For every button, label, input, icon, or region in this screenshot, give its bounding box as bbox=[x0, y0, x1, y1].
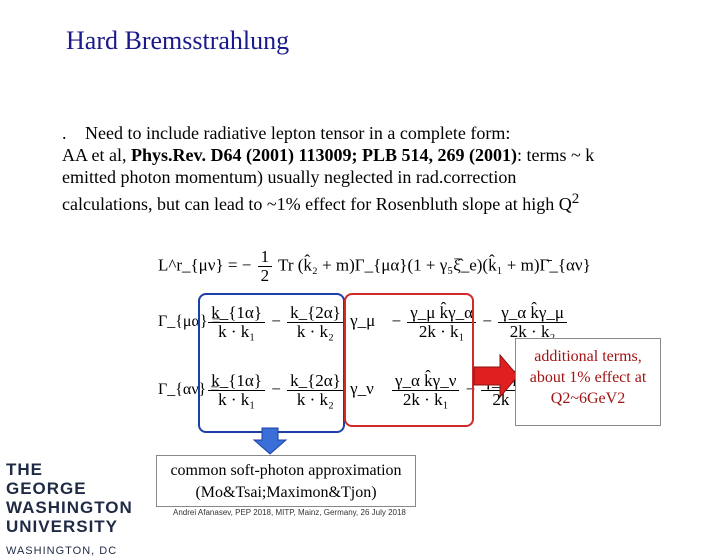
arrows-layer bbox=[252, 353, 519, 455]
bullet-marker: . bbox=[62, 123, 67, 143]
eq2-f3-den: 2k · k₁ bbox=[418, 322, 465, 341]
eq2-f2-num: k_{2α} bbox=[287, 304, 344, 323]
eq2-f2-den: k · k₂ bbox=[296, 322, 334, 341]
eq2-minus-3: − bbox=[482, 311, 492, 331]
q-squared-sup: 2 bbox=[571, 191, 580, 207]
eq3-f3-den: 2k · k₁ bbox=[402, 390, 449, 409]
down-arrow-icon bbox=[252, 427, 288, 455]
eq3-frac-1: k_{1α} k · k₁ bbox=[208, 372, 265, 409]
eq1-lhs: L^r_{μν} = − bbox=[158, 255, 252, 275]
note-right-line1: additional terms, bbox=[534, 348, 642, 365]
line-2: AA et al, Phys.Rev. D64 (2001) 113009; P… bbox=[62, 144, 712, 166]
note-bottom-line2: (Mo&Tsai;Maximon&Tjon) bbox=[195, 484, 377, 501]
gwu-logo: THE GEORGE WASHINGTON UNIVERSITY WASHING… bbox=[6, 460, 133, 558]
eq3-f1-num: k_{1α} bbox=[208, 372, 265, 391]
eq2-f4-num: γ_α k̂γ_μ bbox=[498, 304, 567, 323]
note-right-line2: about 1% effect at bbox=[529, 369, 647, 386]
eq2-minus-2: − bbox=[391, 311, 402, 331]
additional-terms-note: additional terms, about 1% effect at Q2~… bbox=[515, 338, 661, 426]
line-3: emitted photon momentum) usually neglect… bbox=[62, 167, 517, 187]
eq3-minus-2: − bbox=[465, 379, 476, 399]
eq3-frac-2: k_{2α} k · k₂ bbox=[287, 372, 344, 409]
logo-line4: WASHINGTON, DC bbox=[6, 545, 118, 557]
eq3-gamma: γ_ν bbox=[350, 379, 374, 399]
right-arrow-icon bbox=[473, 353, 519, 399]
line4-text: calculations, but can lead to ~1% effect… bbox=[62, 194, 572, 214]
reference-journal: Phys.Rev. D64 (2001) 113009; PLB 514, 26… bbox=[131, 145, 517, 165]
equation-lepton-tensor: L^r_{μν} = − 1 2 Tr (k̂₂ + m)Γ_{μα}(1 + … bbox=[158, 248, 591, 285]
line2-rest: : terms ~ k bbox=[517, 145, 595, 165]
eq2-f1-den: k · k₁ bbox=[218, 322, 256, 341]
note-bottom-line1: common soft-photon approximation bbox=[170, 462, 402, 479]
eq3-f1-den: k · k₁ bbox=[218, 390, 256, 409]
reference-author: AA et al, bbox=[62, 145, 131, 165]
line1-text: Need to include radiative lepton tensor … bbox=[85, 123, 511, 143]
note-right-line3: Q2~6GeV2 bbox=[550, 390, 626, 407]
eq3-f2-num: k_{2α} bbox=[287, 372, 344, 391]
eq3-f3-num: γ_α k̂γ_ν bbox=[392, 372, 460, 391]
line-4: calculations, but can lead to ~1% effect… bbox=[62, 188, 712, 215]
eq1-fraction: 1 2 bbox=[257, 248, 273, 285]
eq2-f1-num: k_{1α} bbox=[208, 304, 265, 323]
soft-photon-note: common soft-photon approximation (Mo&Tsa… bbox=[156, 455, 416, 507]
logo-line3: UNIVERSITY bbox=[6, 517, 119, 536]
slide-title: Hard Bremsstrahlung bbox=[66, 26, 290, 55]
eq3-minus: − bbox=[271, 379, 281, 399]
eq2-f4-den: 2k · k₂ bbox=[509, 322, 556, 341]
additional-terms-box bbox=[344, 293, 474, 427]
eq2-frac-2: k_{2α} k · k₂ bbox=[287, 304, 344, 341]
eq3-f2-den: k · k₂ bbox=[296, 390, 334, 409]
eq2-frac-3: γ_μ k̂γ_α 2k · k₁ bbox=[407, 304, 477, 341]
slide-footer: Andrei Afanasev, PEP 2018, MITP, Mainz, … bbox=[173, 508, 406, 517]
logo-line2: WASHINGTON bbox=[6, 498, 133, 517]
eq2-f3-num: γ_μ k̂γ_α bbox=[407, 304, 477, 323]
equation-gamma-alpha-nu: Γ_{αν} = k_{1α} k · k₁ − k_{2α} k · k₂ γ… bbox=[158, 372, 551, 409]
eq2-frac-1: k_{1α} k · k₁ bbox=[208, 304, 265, 341]
eq1-frac-num: 1 bbox=[257, 248, 273, 267]
logo-line1: THE GEORGE bbox=[6, 460, 87, 498]
eq1-rhs: Tr (k̂₂ + m)Γ_{μα}(1 + γ₅ξ̂_e)(k̂₁ + m)Γ… bbox=[278, 255, 591, 275]
eq2-gamma: γ_μ bbox=[350, 311, 376, 331]
eq2-frac-4: γ_α k̂γ_μ 2k · k₂ bbox=[498, 304, 567, 341]
equation-gamma-mu-alpha: Γ_{μα} = k_{1α} k · k₁ − k_{2α} k · k₂ γ… bbox=[158, 304, 569, 341]
body-text: . Need to include radiative lepton tenso… bbox=[62, 122, 712, 215]
eq2-minus: − bbox=[271, 311, 281, 331]
eq1-frac-den: 2 bbox=[260, 266, 270, 285]
eq3-frac-3: γ_α k̂γ_ν 2k · k₁ bbox=[392, 372, 460, 409]
line-1: . Need to include radiative lepton tenso… bbox=[62, 122, 712, 144]
